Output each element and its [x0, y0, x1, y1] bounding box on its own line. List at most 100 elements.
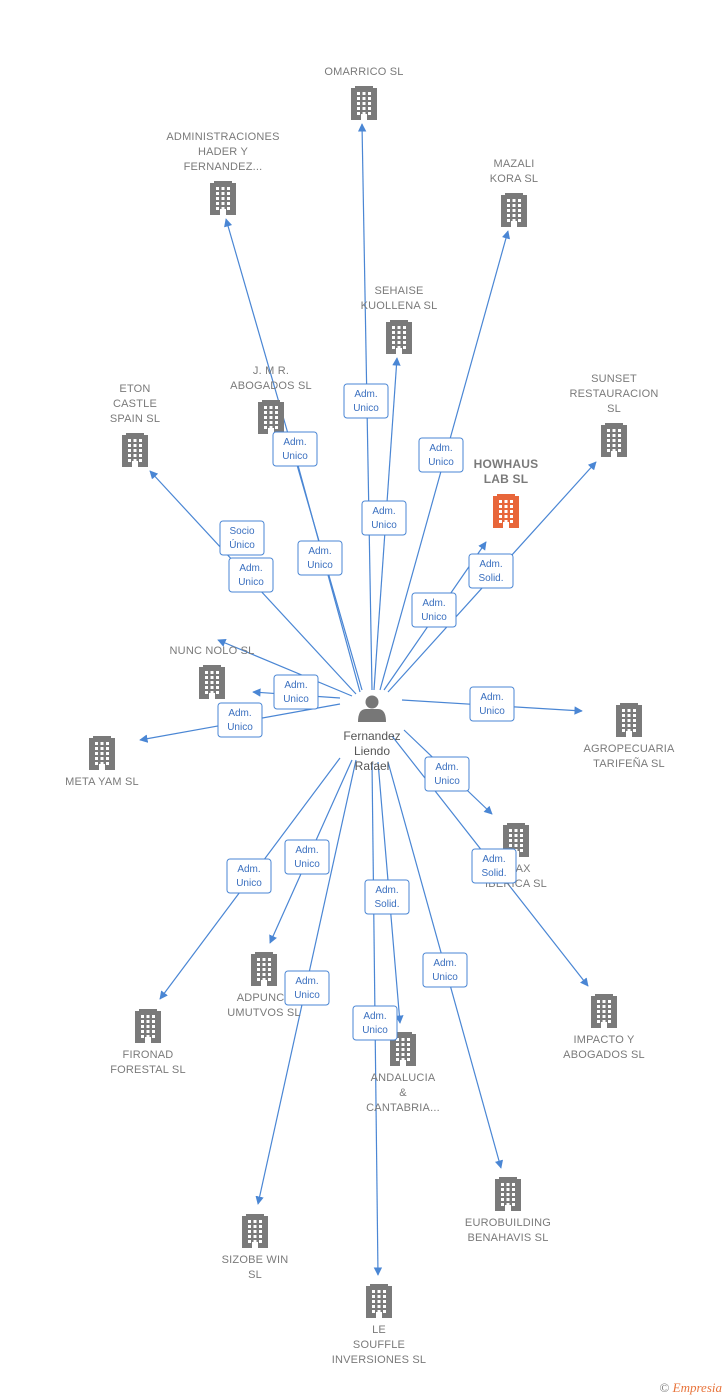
- edge-label-text: Adm.: [479, 559, 502, 570]
- edge-label-lesouffle[interactable]: Adm. Unico: [352, 1005, 398, 1041]
- edge-label-impacto[interactable]: Adm.Solid.: [471, 848, 517, 884]
- company-name: SUNSET: [591, 373, 637, 385]
- building-icon: [242, 1214, 268, 1248]
- building-icon: [199, 665, 225, 699]
- edge-label-text: Adm.: [228, 708, 251, 719]
- company-name: LE: [372, 1324, 386, 1336]
- company-name: NUNC NOLO SL: [170, 645, 255, 657]
- company-node-jmr[interactable]: J. M R.ABOGADOS SL: [230, 365, 312, 434]
- edge-label-adpunct[interactable]: Adm.Unico: [284, 839, 330, 875]
- company-name: KUOLLENA SL: [361, 300, 438, 312]
- edge-label-box: [272, 431, 318, 467]
- edge-label-text: Adm.: [372, 506, 395, 517]
- edge-label-text: Unico: [307, 560, 333, 571]
- company-name: ADMINISTRACIONES: [166, 131, 279, 143]
- nodes-layer: OMARRICO SL ADMINISTRACIONES HADER Y FERNAN…: [65, 66, 675, 1366]
- company-name: SL: [248, 1269, 262, 1281]
- company-node-nunc[interactable]: NUNC NOLO SL: [170, 645, 255, 699]
- edge-label-box: [411, 592, 457, 628]
- person-name: Rafael: [355, 759, 390, 773]
- company-node-sehaise[interactable]: SEHAISE KUOLLENA SL: [361, 285, 438, 354]
- building-icon: [89, 736, 115, 770]
- edge-label-text: Adm.: [363, 1011, 386, 1022]
- company-name: KORA SL: [490, 173, 538, 185]
- edge-label-andalucia[interactable]: Adm.Solid.: [364, 879, 410, 915]
- company-name: HADER Y: [198, 146, 249, 158]
- edge-label-text: Adm.: [480, 692, 503, 703]
- company-name: FERNANDEZ...: [184, 161, 263, 173]
- edge-label-text: Adm.: [433, 958, 456, 969]
- building-icon: [591, 994, 617, 1028]
- building-icon: [601, 423, 627, 457]
- company-name: SOUFFLE: [353, 1339, 405, 1351]
- edge-label-mazali[interactable]: Adm.Unico: [418, 437, 464, 473]
- company-name: CANTABRIA...: [366, 1102, 440, 1114]
- company-name: EUROBUILDING: [465, 1217, 551, 1229]
- edge-label-jmr[interactable]: Adm.Unico: [297, 540, 343, 576]
- edge-label-howhaus[interactable]: Adm. Unico: [411, 592, 457, 628]
- edge-label-sunset[interactable]: Adm. Solid.: [468, 553, 514, 589]
- edge-label-text: Unico: [421, 612, 447, 623]
- company-name: BENAHAVIS SL: [467, 1232, 548, 1244]
- edge-label-text: Unico: [362, 1025, 388, 1036]
- edge-label-box: [217, 702, 263, 738]
- brand-logo: Empresia: [672, 1380, 722, 1395]
- edge-label-text: Unico: [236, 878, 262, 889]
- edge-label-box: [297, 540, 343, 576]
- edge-label-agropecuaria[interactable]: Adm.Unico: [469, 686, 515, 722]
- edge-label-dtax[interactable]: Adm.Unico: [424, 756, 470, 792]
- building-icon: [390, 1032, 416, 1066]
- edge-label-text: Unico: [294, 990, 320, 1001]
- edge-label-metayam[interactable]: Adm. Unico: [217, 702, 263, 738]
- edge-label-nunc2[interactable]: Adm.Unico: [273, 674, 319, 710]
- edge-label-text: Unico: [432, 972, 458, 983]
- building-icon: [386, 320, 412, 354]
- company-name: &: [399, 1087, 407, 1099]
- edge-label-text: Solid.: [478, 573, 503, 584]
- company-node-metayam[interactable]: META YAM SL: [65, 736, 139, 788]
- building-icon: [493, 494, 519, 528]
- edge-label-text: Adm.: [239, 563, 262, 574]
- edge-label-text: Adm.: [284, 680, 307, 691]
- edge-label-text: Adm.: [422, 598, 445, 609]
- edge-labels-layer: Adm.UnicoAdm.UnicoAdm.UnicoAdm.UnicoAdm.…: [217, 383, 517, 1041]
- company-name: CASTLE: [113, 398, 157, 410]
- edge-label-administraciones[interactable]: Adm.Unico: [272, 431, 318, 467]
- company-name: ADPUNCT: [237, 992, 292, 1004]
- footer-brand[interactable]: © Empresia: [660, 1380, 723, 1396]
- company-name: SEHAISE: [374, 285, 423, 297]
- edge-label-eurobuilding[interactable]: Adm. Unico: [422, 952, 468, 988]
- building-icon: [135, 1009, 161, 1043]
- edge-label-box: [471, 848, 517, 884]
- edge-label-nunc[interactable]: Adm.Unico: [228, 557, 274, 593]
- building-icon: [351, 86, 377, 120]
- company-node-eurobuilding[interactable]: EUROBUILDING BENAHAVIS SL: [465, 1177, 551, 1244]
- edge-label-text: Unico: [227, 722, 253, 733]
- building-icon: [366, 1284, 392, 1318]
- edge-label-text: Único: [229, 538, 255, 551]
- edge-nunc: [217, 639, 353, 697]
- edge-label-fironad[interactable]: Adm.Unico: [226, 858, 272, 894]
- edge-label-sizobe[interactable]: Adm.Unico: [284, 970, 330, 1006]
- edge-label-omarrico[interactable]: Adm.Unico: [343, 383, 389, 419]
- edge-label-sehaise[interactable]: Adm.Unico: [361, 500, 407, 536]
- edge-label-text: Adm.: [482, 854, 505, 865]
- edge-label-text: Unico: [428, 457, 454, 468]
- company-node-omarrico[interactable]: OMARRICO SL: [324, 66, 403, 120]
- company-node-administraciones[interactable]: ADMINISTRACIONES HADER Y FERNANDEZ...: [166, 131, 279, 215]
- building-icon: [495, 1177, 521, 1211]
- company-node-andalucia[interactable]: ANDALUCIA&CANTABRIA...: [366, 1032, 440, 1114]
- edge-label-text: Adm.: [283, 437, 306, 448]
